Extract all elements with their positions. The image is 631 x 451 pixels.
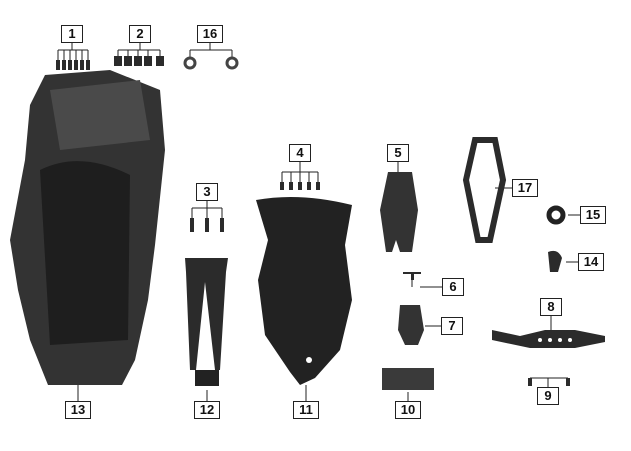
cap-14 (548, 250, 562, 272)
callout-2: 2 (129, 25, 151, 43)
reflector-10 (382, 368, 434, 390)
callout-6: 6 (442, 278, 464, 296)
frame-17 (462, 137, 507, 243)
grommet-15 (546, 205, 566, 225)
callout-17: 17 (512, 179, 538, 197)
nuts-16 (183, 56, 239, 70)
bolt-6 (403, 272, 421, 280)
callout-3: 3 (196, 183, 218, 201)
bracket-12 (185, 258, 228, 370)
callout-13: 13 (65, 401, 91, 419)
bolts-3 (190, 218, 224, 232)
callout-15: 15 (580, 206, 606, 224)
callout-12: 12 (194, 401, 220, 419)
cover-5 (380, 172, 418, 252)
callout-9: 9 (537, 387, 559, 405)
clips-2 (114, 56, 164, 66)
screws-1 (56, 60, 90, 70)
callout-10: 10 (395, 401, 421, 419)
callout-16: 16 (197, 25, 223, 43)
callout-4: 4 (289, 144, 311, 162)
callout-14: 14 (578, 253, 604, 271)
bracket-7 (398, 305, 424, 345)
callout-5: 5 (387, 144, 409, 162)
parts (10, 56, 605, 390)
callout-7: 7 (441, 317, 463, 335)
screws-9 (528, 378, 570, 386)
callout-8: 8 (540, 298, 562, 316)
leader-lines (57, 42, 580, 401)
callout-11: 11 (293, 401, 319, 419)
rear-fender-11 (256, 196, 352, 385)
callout-1: 1 (61, 25, 83, 43)
screws-4 (280, 182, 320, 190)
